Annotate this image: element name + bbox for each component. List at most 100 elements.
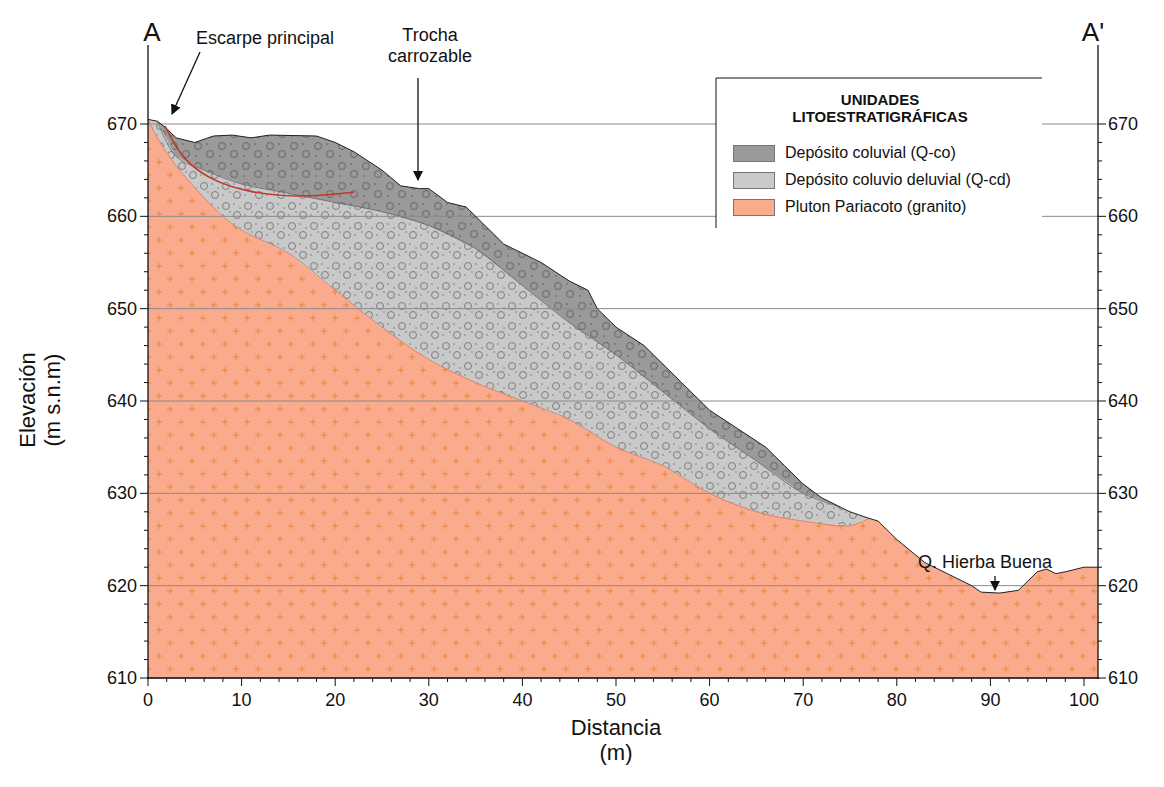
axes bbox=[140, 45, 1106, 686]
axis-tick bbox=[1098, 327, 1102, 328]
tick-label: 620 bbox=[107, 575, 137, 596]
legend-swatch bbox=[733, 172, 775, 189]
axis-tick bbox=[279, 678, 280, 682]
axis-tick bbox=[428, 678, 429, 686]
axis-tick bbox=[144, 419, 148, 420]
axis-tick bbox=[1098, 124, 1106, 125]
axis-tick bbox=[391, 678, 392, 682]
axis-tick bbox=[859, 678, 860, 682]
axis-tick bbox=[1098, 604, 1102, 605]
tick-label: 90 bbox=[980, 690, 1000, 711]
axis-tick bbox=[144, 511, 148, 512]
pointer-arrows bbox=[172, 52, 995, 590]
gridline bbox=[148, 308, 1098, 309]
axis-tick bbox=[1009, 678, 1010, 682]
axis-tick bbox=[522, 678, 523, 686]
axis-tick bbox=[353, 678, 354, 682]
axis-tick bbox=[578, 678, 579, 682]
coluvial-deposit bbox=[157, 121, 840, 507]
axis-tick bbox=[1098, 511, 1102, 512]
axis-tick bbox=[1098, 659, 1102, 660]
gridline bbox=[148, 678, 1098, 679]
tick-label: 650 bbox=[107, 298, 137, 319]
axis-tick bbox=[144, 382, 148, 383]
legend-swatch bbox=[733, 199, 775, 216]
axis-tick bbox=[260, 678, 261, 682]
axis-tick bbox=[1098, 179, 1102, 180]
pointer-arrow bbox=[172, 52, 200, 114]
axis-tick bbox=[140, 216, 148, 217]
tick-label: 670 bbox=[1108, 114, 1138, 135]
tick-label: 630 bbox=[107, 483, 137, 504]
tick-label: 660 bbox=[1108, 206, 1138, 227]
legend-text: Pluton Pariacoto (granito) bbox=[785, 198, 966, 216]
axis-tick bbox=[144, 548, 148, 549]
axis-tick bbox=[840, 678, 841, 682]
tick-label: 650 bbox=[1108, 298, 1138, 319]
axis-tick bbox=[144, 160, 148, 161]
contact-line bbox=[148, 119, 869, 526]
axis-tick bbox=[140, 585, 148, 586]
axis-tick bbox=[690, 678, 691, 682]
tick-label: 50 bbox=[606, 690, 626, 711]
axis-tick bbox=[144, 474, 148, 475]
coluvio-deluvial-deposit-texture bbox=[148, 119, 869, 525]
axis-tick bbox=[952, 678, 953, 682]
tick-label: 20 bbox=[325, 690, 345, 711]
axis-tick bbox=[1098, 530, 1102, 531]
axis-tick bbox=[709, 678, 710, 686]
slip-surface bbox=[165, 126, 354, 196]
axis-tick bbox=[784, 678, 785, 682]
axis-tick bbox=[144, 437, 148, 438]
legend-border bbox=[716, 78, 1042, 79]
axis-title: Distancia (m) bbox=[556, 715, 676, 766]
tick-label: 610 bbox=[1108, 668, 1138, 689]
axis-line bbox=[1097, 45, 1098, 679]
axis-tick bbox=[372, 678, 373, 682]
feature-label: Q. Hierba Buena bbox=[918, 552, 1052, 573]
axis-tick bbox=[148, 678, 149, 686]
axis-tick bbox=[1027, 678, 1028, 682]
tick-label: 0 bbox=[143, 690, 153, 711]
axis-tick bbox=[878, 678, 879, 682]
axis-tick bbox=[634, 678, 635, 682]
legend-text: Depósito coluvial (Q-co) bbox=[785, 144, 956, 162]
axis-tick bbox=[410, 678, 411, 682]
tick-label: 40 bbox=[512, 690, 532, 711]
axis-tick bbox=[144, 364, 148, 365]
axis-tick bbox=[503, 678, 504, 682]
axis-tick bbox=[1098, 622, 1102, 623]
tick-label: 610 bbox=[107, 668, 137, 689]
axis-tick bbox=[144, 234, 148, 235]
axis-tick bbox=[971, 678, 972, 682]
axis-tick bbox=[144, 345, 148, 346]
axis-tick bbox=[1098, 382, 1102, 383]
tick-label: 640 bbox=[107, 391, 137, 412]
axis-tick bbox=[1098, 160, 1102, 161]
coluvio-deluvial-deposit bbox=[148, 119, 869, 525]
axis-tick bbox=[1098, 364, 1102, 365]
axis-tick bbox=[204, 678, 205, 682]
section-end-label: A' bbox=[1082, 18, 1104, 48]
tick-label: 100 bbox=[1069, 690, 1099, 711]
axis-tick bbox=[241, 678, 242, 686]
axis-tick bbox=[140, 493, 148, 494]
axis-tick bbox=[1098, 308, 1106, 309]
axis-tick bbox=[140, 124, 148, 125]
axis-tick bbox=[915, 678, 916, 682]
axis-tick bbox=[144, 197, 148, 198]
axis-tick bbox=[1098, 290, 1102, 291]
axis-tick bbox=[1098, 401, 1106, 402]
axis-tick bbox=[144, 456, 148, 457]
axis-tick bbox=[1098, 641, 1102, 642]
terrain bbox=[148, 119, 1098, 678]
axis-tick bbox=[672, 678, 673, 682]
legend-border bbox=[716, 78, 717, 228]
axis-tick bbox=[597, 678, 598, 682]
axis-tick bbox=[559, 678, 560, 682]
axis-tick bbox=[896, 678, 897, 686]
tick-label: 30 bbox=[419, 690, 439, 711]
tick-label: 630 bbox=[1108, 483, 1138, 504]
axis-tick bbox=[1098, 419, 1102, 420]
